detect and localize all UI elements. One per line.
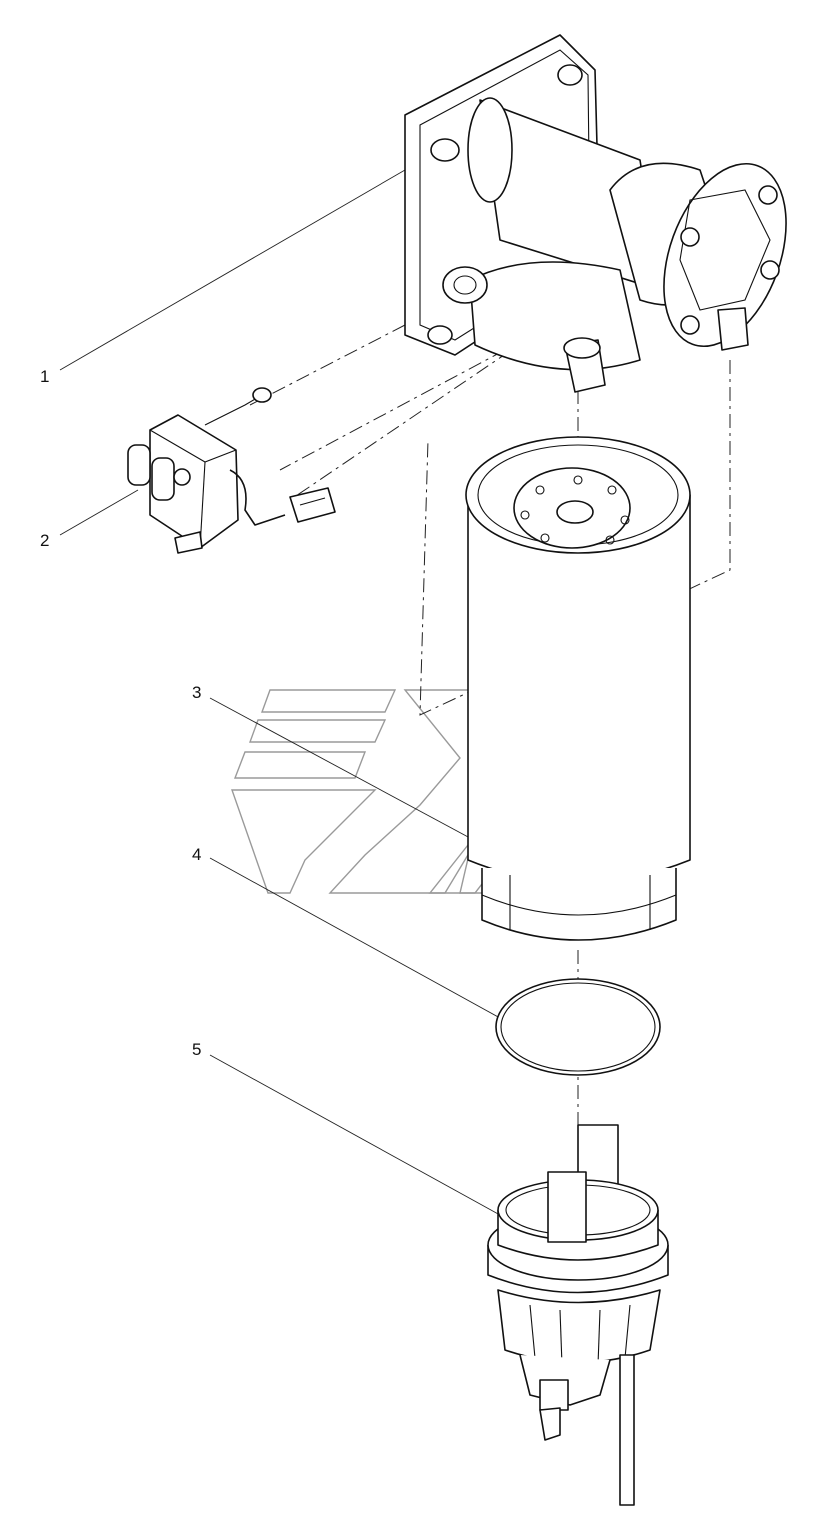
o-ring-seal	[495, 978, 661, 1076]
filter-cartridge	[465, 436, 691, 941]
water-bowl-drain	[487, 1124, 669, 1506]
callout-3: 3	[192, 683, 201, 702]
filter-head-assembly	[404, 34, 787, 393]
callout-4: 4	[192, 845, 201, 864]
callout-1: 1	[40, 367, 49, 386]
heater-sensor-with-harness	[127, 387, 336, 554]
callout-5: 5	[192, 1040, 201, 1059]
callout-2: 2	[40, 531, 49, 550]
leader-lines	[59, 169, 501, 1216]
